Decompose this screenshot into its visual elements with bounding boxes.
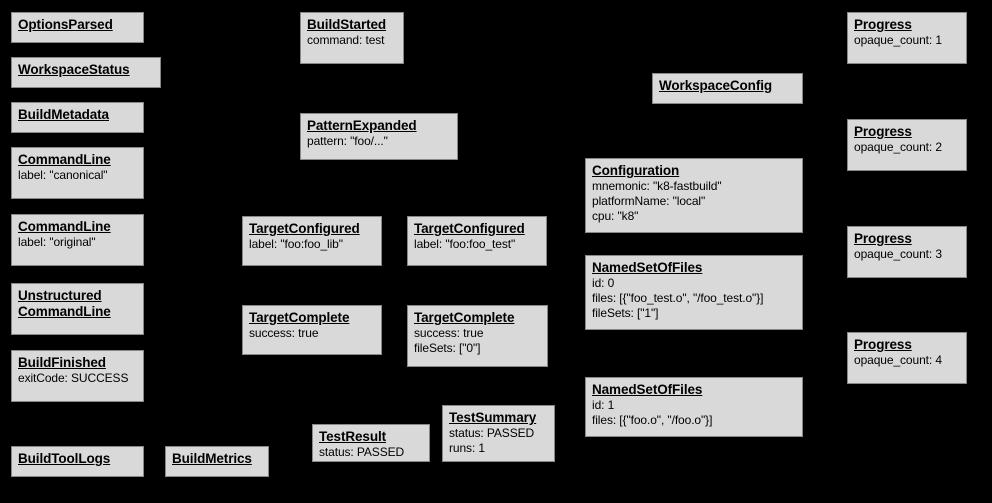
event-node-build-tool-logs[interactable]: BuildToolLogs <box>11 446 144 477</box>
event-node-field: label: "foo:foo_lib" <box>249 237 343 251</box>
event-node-field: label: "original" <box>18 235 96 249</box>
event-node-field: opaque_count: 4 <box>854 353 942 367</box>
event-node-title: Configuration <box>592 163 680 178</box>
event-node-title: TestSummary <box>449 410 537 425</box>
event-node-build-metadata[interactable]: BuildMetadata <box>11 102 144 133</box>
event-node-title: NamedSetOfFiles <box>592 382 703 397</box>
event-node-title: TargetComplete <box>249 310 350 325</box>
event-node-field: opaque_count: 1 <box>854 33 942 47</box>
event-node-title: BuildStarted <box>307 17 387 32</box>
event-node-title: BuildMetadata <box>18 107 109 122</box>
event-node-title: CommandLine <box>18 219 111 234</box>
event-node-field: opaque_count: 3 <box>854 247 942 261</box>
event-node-options-parsed[interactable]: OptionsParsed <box>11 12 144 43</box>
event-node-title: Progress <box>854 231 912 246</box>
event-node-field: files: [{"foo.o", "/foo.o"}] <box>592 413 713 427</box>
event-node-field: status: PASSED <box>319 445 405 459</box>
event-node-field: fileSets: ["0"] <box>414 341 481 355</box>
event-node-title: Unstructured CommandLine <box>18 288 111 319</box>
event-node-field: mnemonic: "k8-fastbuild" <box>592 179 722 193</box>
event-node-field: command: test <box>307 33 385 47</box>
event-node-title: TargetComplete <box>414 310 515 325</box>
event-node-field: id: 1 <box>592 398 615 412</box>
event-node-field: success: true <box>414 326 484 340</box>
event-node-workspace-config[interactable]: WorkspaceConfig <box>652 73 803 104</box>
event-node-title: BuildFinished <box>18 355 106 370</box>
event-node-title: BuildToolLogs <box>18 451 111 466</box>
event-node-field: success: true <box>249 326 319 340</box>
event-node-build-metrics[interactable]: BuildMetrics <box>165 446 269 477</box>
event-node-title: PatternExpanded <box>307 118 417 133</box>
event-node-field: cpu: "k8" <box>592 209 639 223</box>
event-node-field: files: [{"foo_test.o", "/foo_test.o"}] <box>592 291 764 305</box>
event-node-unstructured-command-line[interactable]: Unstructured CommandLine <box>11 283 144 335</box>
event-node-title: WorkspaceConfig <box>659 78 773 93</box>
event-node-title: TargetConfigured <box>414 221 525 236</box>
event-node-title: Progress <box>854 337 912 352</box>
event-node-workspace-status[interactable]: WorkspaceStatus <box>11 57 161 88</box>
event-node-title: BuildMetrics <box>172 451 252 466</box>
event-node-title: TargetConfigured <box>249 221 360 236</box>
event-node-field: label: "foo:foo_test" <box>414 237 516 251</box>
event-node-title: Progress <box>854 17 912 32</box>
event-node-field: runs: 1 <box>449 441 485 455</box>
event-node-field: status: PASSED <box>449 426 535 440</box>
event-node-field: id: 0 <box>592 276 615 290</box>
event-node-field: exitCode: SUCCESS <box>18 371 129 385</box>
event-node-field: fileSets: ["1"] <box>592 306 659 320</box>
event-node-field: label: "canonical" <box>18 168 108 182</box>
event-node-field: pattern: "foo/..." <box>307 134 388 148</box>
event-node-field: platformName: "local" <box>592 194 706 208</box>
event-node-title: CommandLine <box>18 152 111 167</box>
event-node-title: WorkspaceStatus <box>18 62 130 77</box>
event-node-title: TestResult <box>319 429 387 444</box>
event-node-title: Progress <box>854 124 912 139</box>
event-node-title: NamedSetOfFiles <box>592 260 703 275</box>
event-node-field: opaque_count: 2 <box>854 140 942 154</box>
event-node-title: OptionsParsed <box>18 17 113 32</box>
